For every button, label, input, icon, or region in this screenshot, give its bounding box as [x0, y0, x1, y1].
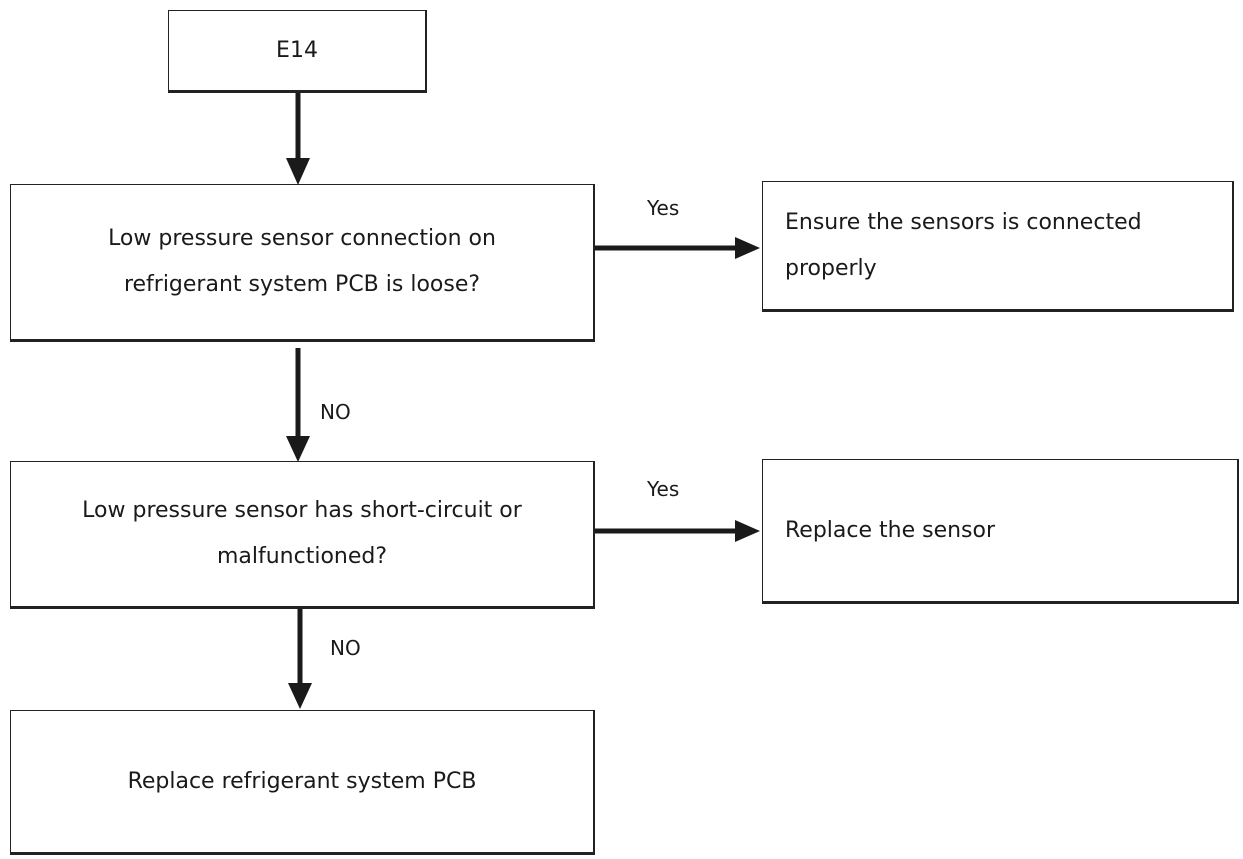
- node-action-replace-pcb-label: Replace refrigerant system PCB: [127, 768, 477, 794]
- edge-label-q1-no: NO: [320, 400, 351, 424]
- node-action-replace-pcb: Replace refrigerant system PCB: [10, 710, 595, 855]
- edge-label-q1-yes: Yes: [647, 196, 680, 220]
- node-start: E14: [168, 10, 427, 93]
- edge-label-q2-yes: Yes: [647, 477, 680, 501]
- arrow-q1-to-a1: [594, 237, 760, 259]
- node-action-ensure-connected: Ensure the sensors is connected properly: [762, 181, 1234, 312]
- node-question-connection-loose: Low pressure sensor connection on refrig…: [10, 184, 595, 342]
- node-action-ensure-connected-label: Ensure the sensors is connected properly: [785, 209, 1142, 281]
- node-question-connection-loose-label: Low pressure sensor connection on refrig…: [108, 226, 496, 297]
- node-start-label: E14: [276, 37, 318, 63]
- node-action-replace-sensor-label: Replace the sensor: [785, 517, 996, 543]
- arrow-start-to-q1: [286, 93, 310, 185]
- node-question-short-circuit-label: Low pressure sensor has short-circuit or…: [82, 498, 522, 569]
- node-action-replace-sensor: Replace the sensor: [762, 459, 1239, 604]
- arrow-q1-to-q2: [286, 348, 310, 462]
- edge-label-q2-no: NO: [330, 636, 361, 660]
- arrow-q2-to-a2: [594, 520, 760, 542]
- node-question-short-circuit: Low pressure sensor has short-circuit or…: [10, 461, 595, 609]
- arrow-q2-to-end: [288, 608, 312, 709]
